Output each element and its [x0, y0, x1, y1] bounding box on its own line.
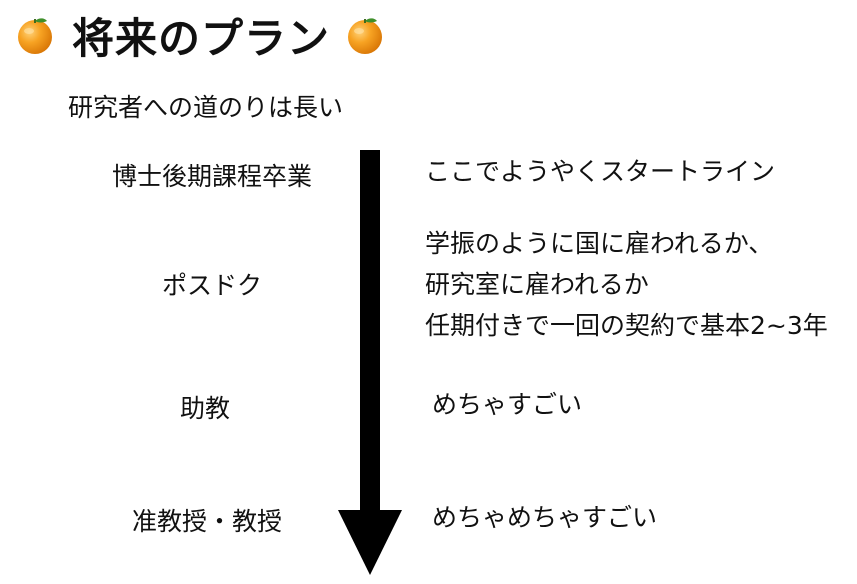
down-arrow-icon — [338, 150, 402, 575]
subtitle: 研究者への道のりは長い — [68, 93, 344, 122]
description-line: ここでようやくスタートライン — [425, 157, 776, 186]
description-line: めちゃすごい — [432, 390, 583, 419]
tangerine-icon — [348, 18, 383, 54]
stage-label-doctoral: 博士後期課程卒業 — [111, 162, 312, 191]
stage-label-professor: 准教授・教授 — [131, 507, 282, 536]
title-row: 将来のプラン — [14, 8, 386, 63]
stage-description-assistant-professor: めちゃすごい — [432, 384, 582, 425]
page-title: 将来のプラン — [72, 13, 331, 63]
description-line: めちゃめちゃすごい — [432, 503, 658, 532]
description-line: 学振のように国に雇われるか、 — [425, 229, 774, 258]
stage-label-postdoc: ポスドク — [161, 271, 262, 300]
description-line: 任期付きで一回の契約で基本2~3年 — [425, 311, 828, 340]
stage-description-professor: めちゃめちゃすごい — [432, 497, 657, 538]
stage-label-assistant-professor: 助教 — [179, 394, 230, 423]
description-line: 研究室に雇われるか — [425, 270, 649, 299]
stage-description-postdoc: 学振のように国に雇われるか、 研究室に雇われるか 任期付きで一回の契約で基本2~… — [425, 223, 828, 346]
stage-description-doctoral: ここでようやくスタートライン — [425, 151, 775, 192]
tangerine-icon — [18, 18, 52, 54]
